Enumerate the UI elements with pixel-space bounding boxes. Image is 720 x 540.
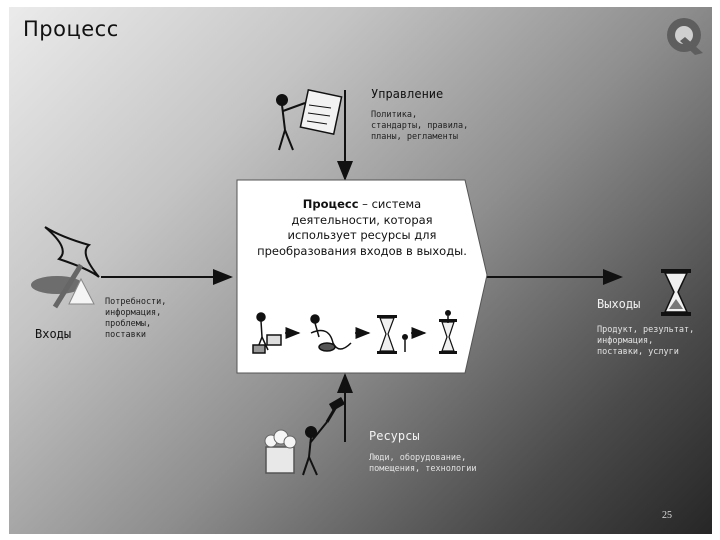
diagram-graphics <box>31 18 703 476</box>
stage-work-icon <box>310 314 352 352</box>
outputs-header: Выходы <box>597 297 641 311</box>
management-items: Политика, стандарты, правила, планы, рег… <box>371 110 468 143</box>
slide: Процесс Управление Политика, стандарты, … <box>9 7 712 534</box>
process-term: Процесс <box>302 197 359 211</box>
inputs-item: Потребности, <box>105 297 167 307</box>
stage-hourglass-icon <box>377 315 408 354</box>
outputs-item: поставки, услуги <box>597 347 679 357</box>
process-box <box>236 179 488 374</box>
process-sequence-icons <box>252 310 457 354</box>
management-item: Политика, <box>371 110 418 120</box>
inputs-figure-icon <box>31 226 100 309</box>
inputs-item: информация, <box>105 308 162 318</box>
resources-figure-icon <box>264 397 346 476</box>
outputs-hourglass-icon <box>661 269 691 316</box>
stage-finish-icon <box>439 310 457 354</box>
resources-item: помещения, технологии <box>369 464 477 474</box>
inputs-item: проблемы, <box>105 319 152 329</box>
process-definition-text: – система деятельности, которая использу… <box>257 197 467 258</box>
management-header: Управление <box>371 87 444 101</box>
resources-item: Люди, оборудование, <box>369 453 467 463</box>
management-item: планы, регламенты <box>371 132 458 142</box>
logo-icon <box>667 18 703 55</box>
page-title: Процесс <box>23 17 119 41</box>
stage-start-icon <box>252 312 282 354</box>
inputs-item: поставки <box>105 330 146 340</box>
outputs-item: информация, <box>597 336 654 346</box>
process-definition: Процесс – система деятельности, которая … <box>257 197 467 259</box>
inputs-header: Входы <box>35 327 72 341</box>
inputs-items: Потребности, информация, проблемы, поста… <box>105 297 166 341</box>
management-item: стандарты, правила, <box>371 121 469 131</box>
resources-header: Ресурсы <box>369 429 420 443</box>
manager-figure-icon <box>276 88 343 151</box>
outputs-item: Продукт, результат, <box>597 325 695 335</box>
resources-items: Люди, оборудование, помещения, технологи… <box>369 453 476 475</box>
page-number: 25 <box>662 510 672 521</box>
outputs-items: Продукт, результат, информация, поставки… <box>597 325 694 358</box>
